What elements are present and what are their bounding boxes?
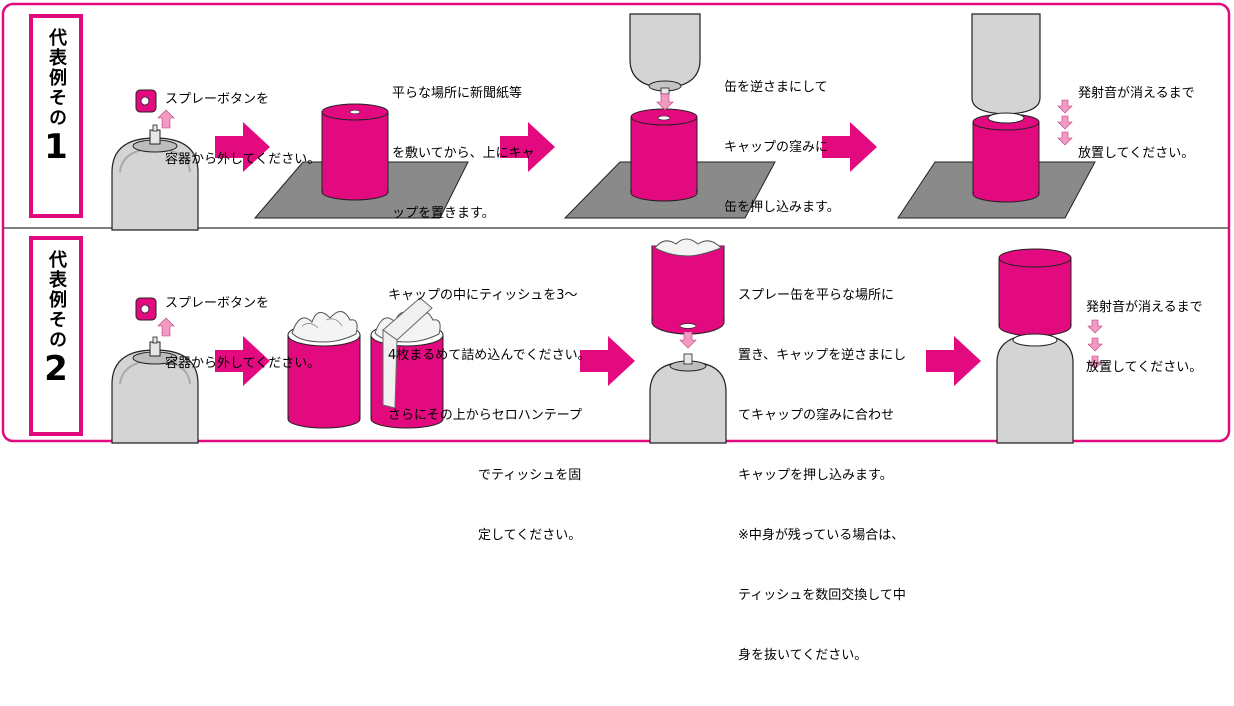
- cap-icon: [630, 108, 698, 202]
- step-arrow-icon: [215, 336, 270, 386]
- cap-icon: [321, 103, 389, 201]
- inverted-cap-icon: [998, 248, 1072, 337]
- disposal-instructions-diagram: 代表例その 1 代表例その 2 スプレーボタンを 容器から外してください。 平ら…: [1, 2, 1231, 663]
- spray-can-icon: [996, 333, 1074, 444]
- example-2-tag: 代表例その 2: [29, 236, 83, 436]
- step-arrow-icon: [926, 336, 981, 386]
- cap-icon: [972, 113, 1040, 203]
- step-arrow-icon: [822, 122, 877, 172]
- small-down-arrows-icon: [1057, 99, 1073, 146]
- small-down-arrow-icon: [679, 331, 697, 349]
- example-1-step-2-caption: 平らな場所に新聞紙等 を敷いてから、上にキャ ップを置きます。: [392, 86, 535, 221]
- step-arrow-icon: [500, 122, 555, 172]
- example-1-step-3-caption: 缶を逆さまにして キャップの窪みに 缶を押し込みます。: [724, 80, 840, 215]
- spray-can-icon: [111, 124, 199, 231]
- example-2-step-3-caption: スプレー缶を平らな場所に 置き、キャップを逆さまにし てキャップの窪みに合わせ …: [738, 288, 907, 663]
- example-2-step-4-caption: 発射音が消えるまで 放置してください。: [1086, 300, 1203, 375]
- small-down-arrow-icon: [656, 93, 674, 111]
- small-down-arrows-icon: [1087, 319, 1103, 370]
- example-1-step-4-caption: 発射音が消えるまで 放置してください。: [1078, 86, 1195, 161]
- example-2-tag-text: 代表例その: [46, 250, 67, 350]
- example-1-tag-text: 代表例その: [46, 28, 67, 128]
- example-2-step-1-caption: スプレーボタンを 容器から外してください。: [165, 296, 321, 371]
- spray-button-icon: [135, 297, 157, 321]
- step-arrow-icon: [580, 336, 635, 386]
- inverted-cap-icon: [651, 238, 725, 335]
- step-arrow-icon: [215, 122, 270, 172]
- example-1-tag-number: 1: [44, 127, 68, 167]
- small-up-arrow-icon: [157, 109, 175, 129]
- small-up-arrow-icon: [157, 317, 175, 337]
- inverted-spray-can-icon: [971, 13, 1041, 124]
- cap-with-tape-icon: [370, 297, 444, 429]
- spray-can-icon: [111, 336, 199, 444]
- outer-frame: [1, 2, 1231, 443]
- illustration-canvas: [1, 2, 1231, 444]
- inverted-spray-can-icon: [629, 13, 701, 95]
- example-1-tag: 代表例その 1: [29, 14, 83, 218]
- example-2-tag-number: 2: [44, 349, 68, 389]
- example-1-step-1-caption: スプレーボタンを 容器から外してください。: [165, 92, 321, 167]
- spray-button-icon: [135, 89, 157, 113]
- example-2-step-2-caption: キャップの中にティッシュを3〜 4枚まるめて詰め込んでください。 さらにその上か…: [388, 288, 591, 543]
- cap-with-tissue-icon: [287, 311, 361, 429]
- spray-can-icon: [649, 353, 727, 444]
